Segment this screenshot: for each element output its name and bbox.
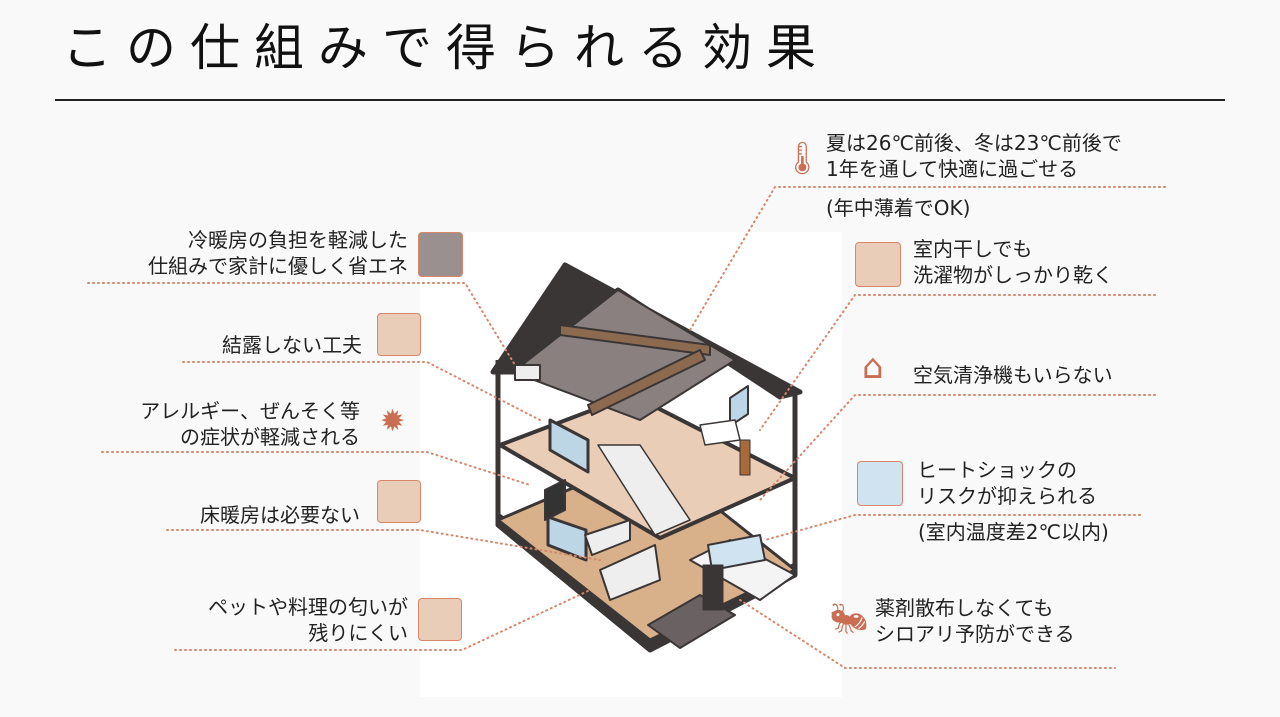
benefit-comfort: 夏は26℃前後、冬は23℃前後で 1年を通して快適に過ごせる <box>826 130 1122 182</box>
benefit-allergy: アレルギー、ぜんそく等 の症状が軽減される <box>140 398 360 450</box>
ant-icon: 🐜︎ <box>830 602 869 637</box>
air-conditioner <box>514 364 541 381</box>
leader-line <box>689 186 1166 331</box>
air-conditioner-icon <box>418 232 463 277</box>
leader-line <box>166 529 601 561</box>
window-icon <box>377 313 421 356</box>
thermometer-icon: 🌡︎ <box>782 139 823 177</box>
title-divider <box>55 99 1225 101</box>
benefit-text: アレルギー、ぜんそく等 <box>140 399 360 423</box>
benefit-text: ペットや料理の匂いが <box>208 595 408 619</box>
kitchen <box>599 544 661 601</box>
bathroom-icon <box>857 461 903 506</box>
benefit-text: シロアリ予防ができる <box>875 622 1075 646</box>
benefit-text: 1年を通して快適に過ごせる <box>826 157 1079 181</box>
leader-line <box>182 361 541 421</box>
benefit-note: (年中薄着でOK) <box>826 196 971 220</box>
benefit-laundry: 室内干しでも 洗濯物がしっかり乾く <box>913 236 1113 288</box>
beam <box>587 349 706 416</box>
benefit-text: 夏は26℃前後、冬は23℃前後で <box>826 131 1122 155</box>
virus-icon: ✹ <box>380 404 406 439</box>
benefit-note: (室内温度差2℃以内) <box>918 520 1109 544</box>
leader-line <box>759 394 1156 501</box>
benefit-energy-saving: 冷暖房の負担を軽減した 仕組みで家計に優しく省エネ <box>148 227 408 279</box>
leader-line <box>764 514 1141 541</box>
benefit-heat-shock: ヒートショックの リスクが抑えられる <box>917 457 1097 509</box>
page-title: この仕組みで得られる効果 <box>62 19 830 77</box>
benefit-odor: ペットや料理の匂いが 残りにくい <box>208 594 408 646</box>
laundry-pants <box>739 439 751 476</box>
door <box>702 564 724 611</box>
leader-line <box>759 294 1156 431</box>
benefit-text: 室内干しでも <box>913 237 1033 261</box>
benefit-text: 空気清浄機もいらない <box>913 363 1113 387</box>
benefit-termite: 薬剤散布しなくても シロアリ予防ができる <box>875 595 1075 647</box>
benefit-text: 冷暖房の負担を軽減した <box>188 228 408 252</box>
leader-line <box>739 599 1116 669</box>
leader-lines <box>87 186 1166 669</box>
beam <box>559 324 711 356</box>
benefit-text: 仕組みで家計に優しく省エネ <box>148 254 408 278</box>
sofa <box>584 519 631 556</box>
benefit-no-floor-heating: 床暖房は必要ない <box>200 502 360 528</box>
benefit-text: 床暖房は必要ない <box>200 503 360 527</box>
laundry-icon <box>855 242 901 287</box>
laundry <box>699 419 741 446</box>
benefit-text: 残りにくい <box>308 621 408 645</box>
benefit-air-purifier: 空気清浄機もいらない <box>913 362 1113 388</box>
window <box>548 418 590 474</box>
benefit-text: リスクが抑えられる <box>917 484 1097 508</box>
benefit-text: 洗濯物がしっかり乾く <box>913 263 1113 287</box>
leader-line <box>87 282 516 366</box>
benefit-text: 薬剤散布しなくても <box>875 596 1054 620</box>
window <box>729 385 749 427</box>
leader-line <box>174 589 591 651</box>
benefit-text: ヒートショックの <box>917 458 1077 482</box>
stairs <box>597 444 691 536</box>
benefit-no-condensation: 結露しない工夫 <box>222 332 362 358</box>
window <box>546 515 588 562</box>
leader-line <box>101 451 531 486</box>
benefit-text: 結露しない工夫 <box>222 333 362 357</box>
bathtub <box>707 534 766 571</box>
tv <box>544 479 566 521</box>
benefit-text: の症状が軽減される <box>180 425 360 449</box>
floor-room-icon <box>377 480 421 523</box>
kitchen-icon <box>418 598 462 641</box>
house-air-icon: ⌂ <box>862 347 884 387</box>
